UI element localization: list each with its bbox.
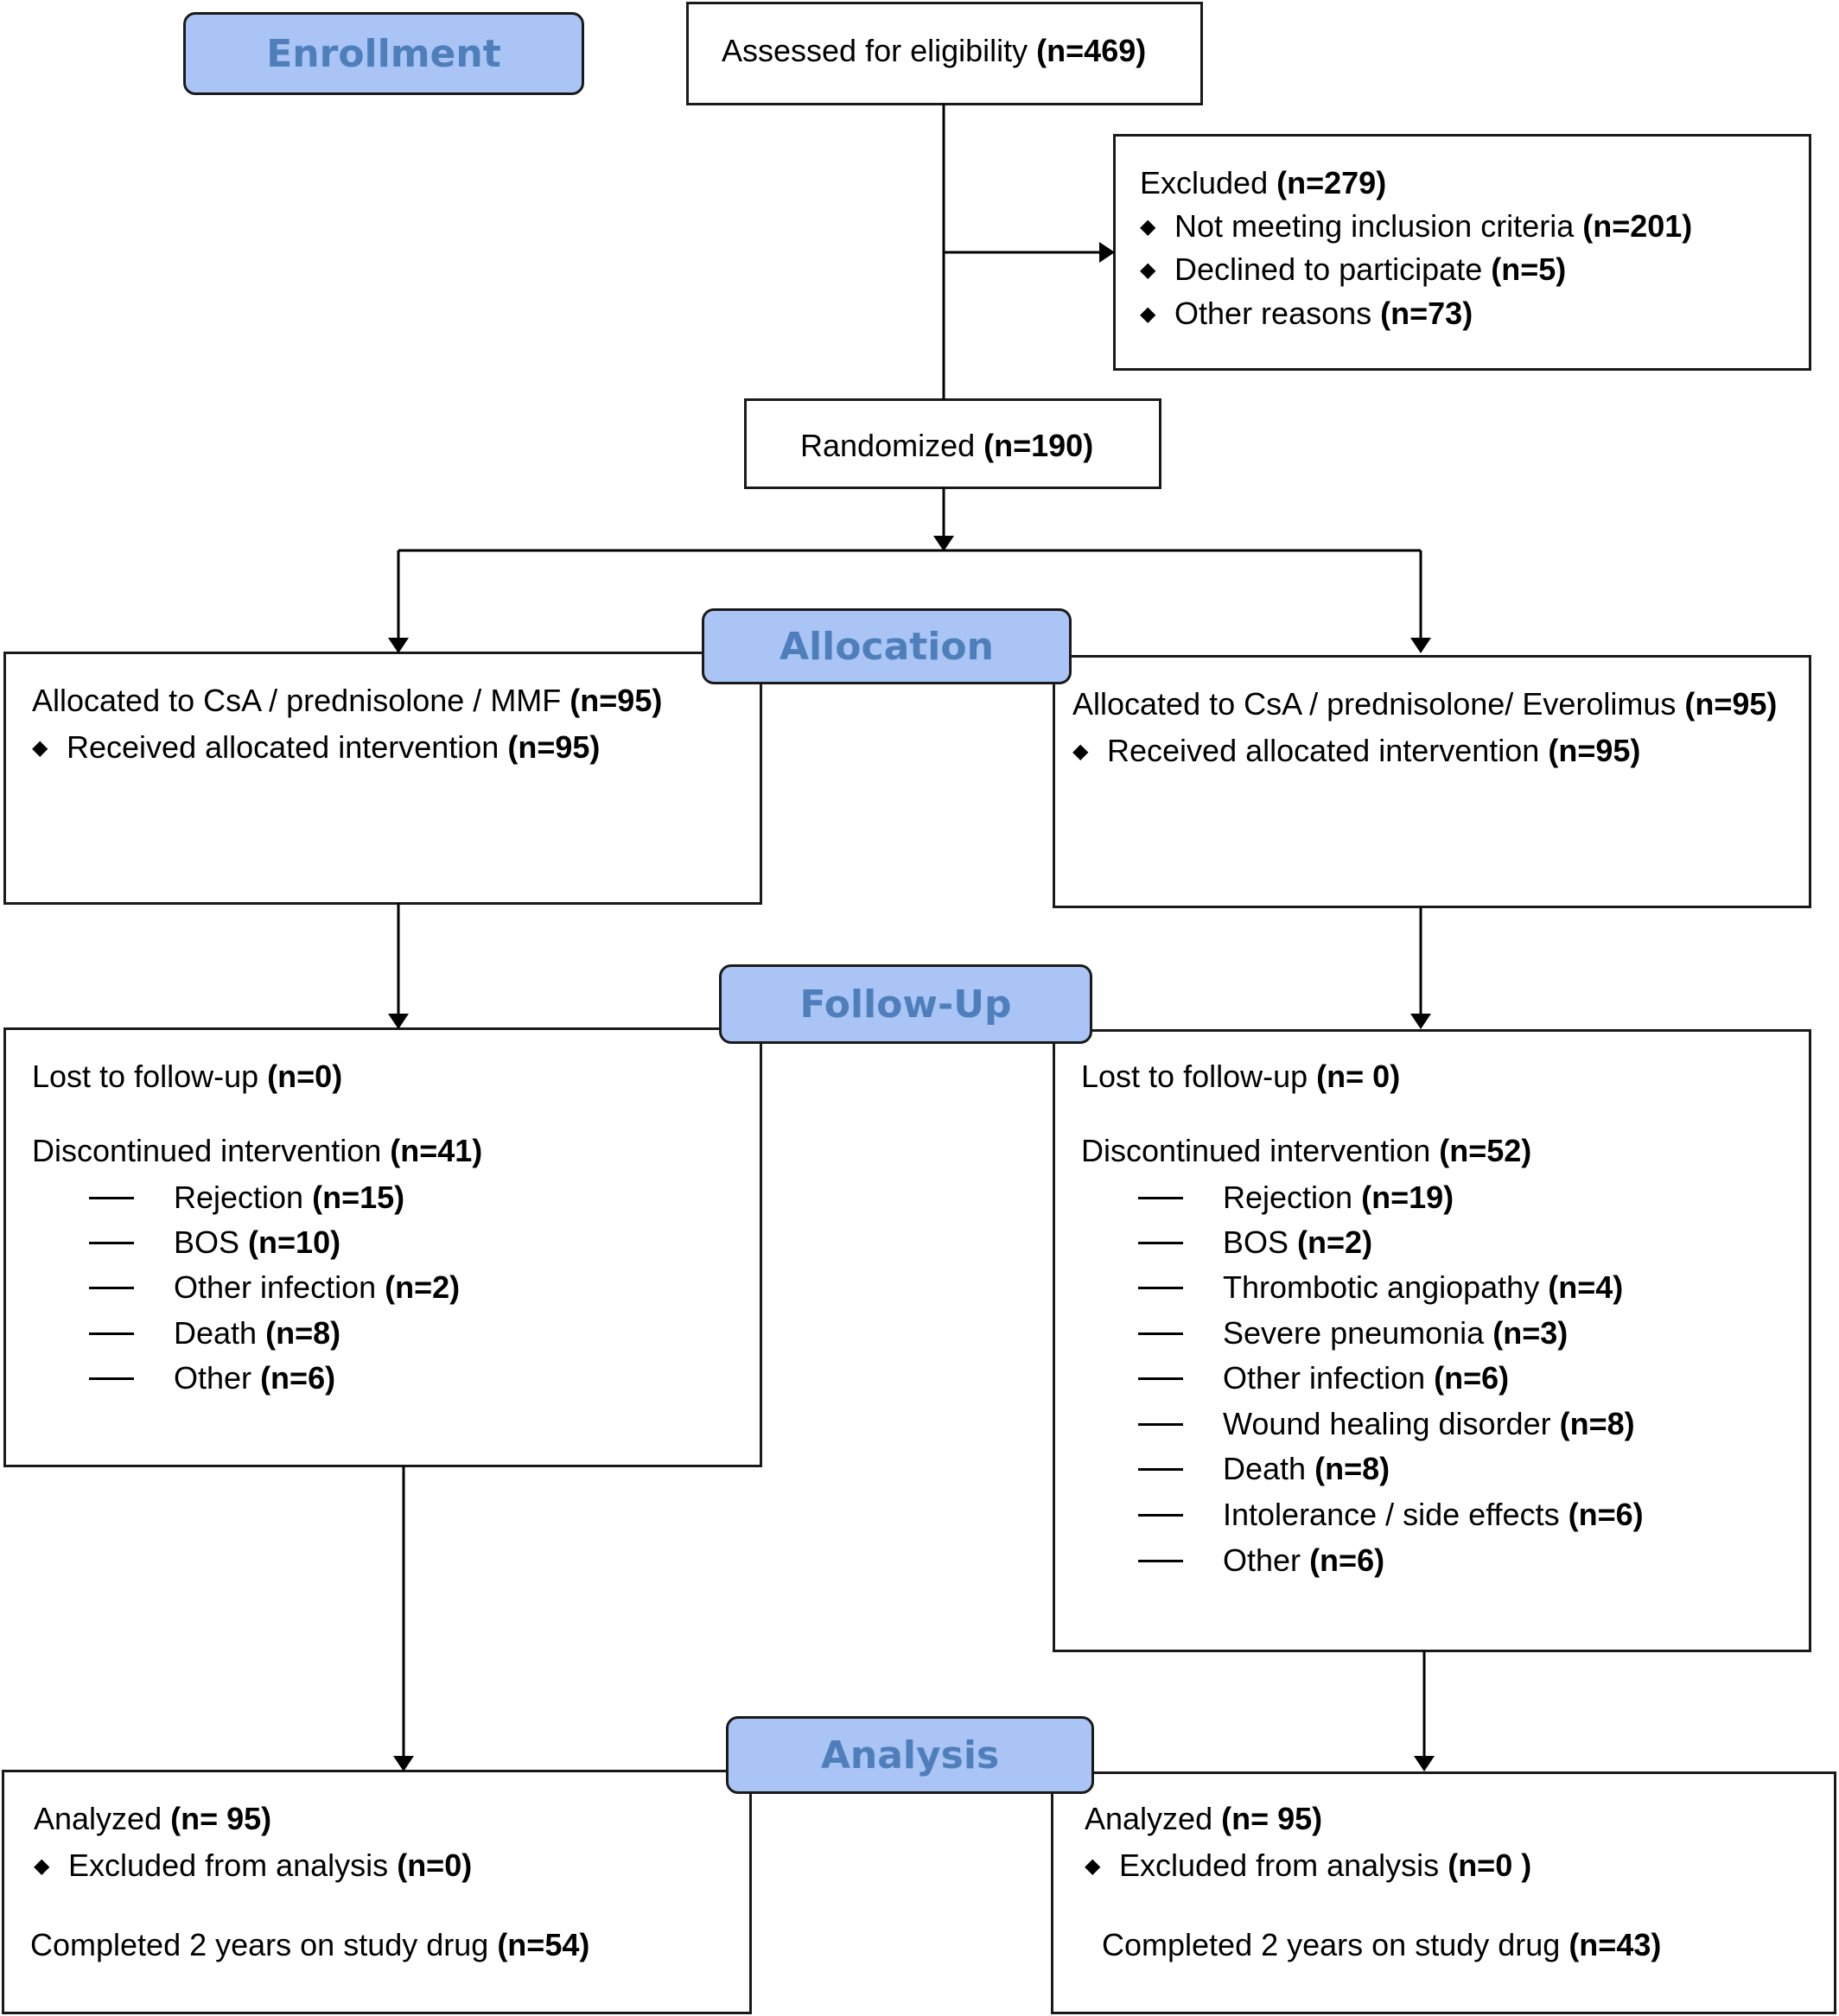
- dash-icon: [89, 1332, 134, 1335]
- allocation-right-count: (n=95): [1684, 686, 1778, 722]
- dash-icon: [89, 1242, 134, 1244]
- bullet-icon: ◆: [32, 736, 48, 760]
- list-item: ◆ Received allocated intervention (n=95): [1072, 733, 1641, 768]
- bullet-icon: ◆: [1140, 215, 1156, 238]
- excluded-count: (n=279): [1276, 165, 1387, 200]
- list-item: BOS (n=2): [1138, 1227, 1372, 1258]
- excluded-label: Excluded: [1140, 165, 1269, 200]
- list-item: Intolerance / side effects (n=6): [1138, 1499, 1644, 1530]
- list-item: Death (n=8): [89, 1318, 340, 1349]
- dash-icon: [89, 1377, 134, 1380]
- followup-right-discontinued-count: (n=52): [1439, 1133, 1532, 1168]
- list-item: ◆ Excluded from analysis (n=0): [34, 1847, 473, 1883]
- dash-icon: [89, 1287, 134, 1289]
- randomized-box: Randomized (n=190): [744, 398, 1161, 489]
- list-item: Rejection (n=19): [1138, 1182, 1454, 1213]
- allocation-right-box: Allocated to CsA / prednisolone/ Everoli…: [1053, 655, 1811, 908]
- list-item: Death (n=8): [1138, 1453, 1390, 1485]
- dash-icon: [1138, 1423, 1183, 1426]
- allocation-left-box: Allocated to CsA / prednisolone / MMF (n…: [3, 652, 762, 905]
- analysis-right-completed: Completed 2 years on study drug: [1102, 1927, 1561, 1962]
- list-item: Severe pneumonia (n=3): [1138, 1318, 1568, 1349]
- dash-icon: [1138, 1514, 1183, 1517]
- bullet-icon: ◆: [34, 1854, 50, 1878]
- followup-right-box: Lost to follow-up (n= 0) Discontinued in…: [1053, 1029, 1811, 1652]
- allocation-left-count: (n=95): [570, 683, 663, 718]
- stage-follow-up: Follow-Up: [719, 964, 1092, 1044]
- analysis-right-analyzed: Analyzed: [1085, 1801, 1213, 1836]
- dash-icon: [1138, 1242, 1183, 1244]
- followup-left-lost: Lost to follow-up: [32, 1059, 259, 1094]
- analysis-left-analyzed: Analyzed: [34, 1801, 162, 1836]
- dash-icon: [1138, 1377, 1183, 1380]
- bullet-icon: ◆: [1140, 258, 1156, 282]
- dash-icon: [1138, 1287, 1183, 1289]
- allocation-left-label: Allocated to CsA / prednisolone / MMF: [32, 683, 562, 718]
- dash-icon: [1138, 1468, 1183, 1471]
- randomized-count: (n=190): [983, 428, 1094, 463]
- list-item: ◆ Not meeting inclusion criteria (n=201): [1140, 208, 1693, 244]
- analysis-right-completed-count: (n=43): [1569, 1927, 1662, 1962]
- analysis-right-analyzed-count: (n= 95): [1221, 1801, 1323, 1836]
- stage-allocation: Allocation: [702, 608, 1072, 684]
- followup-right-lost: Lost to follow-up: [1081, 1059, 1308, 1094]
- list-item: ◆ Received allocated intervention (n=95): [32, 729, 601, 765]
- followup-right-discontinued: Discontinued intervention: [1081, 1133, 1431, 1168]
- analysis-left-completed-count: (n=54): [497, 1927, 590, 1962]
- followup-left-lost-count: (n=0): [267, 1059, 343, 1094]
- randomized-label: Randomized: [800, 428, 976, 463]
- dash-icon: [89, 1197, 134, 1199]
- list-item: Other infection (n=2): [89, 1272, 460, 1303]
- list-item: Other (n=6): [89, 1363, 335, 1394]
- analysis-right-box: Analyzed (n= 95) ◆ Excluded from analysi…: [1051, 1771, 1836, 2014]
- assessed-label: Assessed for eligibility: [722, 33, 1028, 68]
- followup-left-discontinued-count: (n=41): [390, 1133, 483, 1168]
- dash-icon: [1138, 1560, 1183, 1562]
- dash-icon: [1138, 1332, 1183, 1335]
- list-item: Thrombotic angiopathy (n=4): [1138, 1272, 1623, 1303]
- analysis-left-completed: Completed 2 years on study drug: [30, 1927, 489, 1962]
- followup-left-box: Lost to follow-up (n=0) Discontinued int…: [3, 1027, 762, 1467]
- bullet-icon: ◆: [1085, 1854, 1101, 1878]
- excluded-box: Excluded (n=279) ◆ Not meeting inclusion…: [1113, 134, 1811, 371]
- list-item: ◆ Excluded from analysis (n=0 ): [1085, 1847, 1532, 1883]
- assessed-count: (n=469): [1036, 33, 1147, 68]
- analysis-left-box: Analyzed (n= 95) ◆ Excluded from analysi…: [2, 1770, 752, 2014]
- followup-left-discontinued: Discontinued intervention: [32, 1133, 382, 1168]
- list-item: Other (n=6): [1138, 1545, 1384, 1576]
- stage-analysis: Analysis: [726, 1716, 1094, 1794]
- list-item: Wound healing disorder (n=8): [1138, 1409, 1635, 1440]
- stage-enrollment: Enrollment: [183, 12, 584, 95]
- bullet-icon: ◆: [1140, 302, 1156, 326]
- list-item: BOS (n=10): [89, 1227, 340, 1258]
- list-item: ◆ Other reasons (n=73): [1140, 296, 1473, 331]
- list-item: Rejection (n=15): [89, 1182, 404, 1213]
- analysis-left-analyzed-count: (n= 95): [170, 1801, 272, 1836]
- list-item: Other infection (n=6): [1138, 1363, 1509, 1394]
- list-item: ◆ Declined to participate (n=5): [1140, 251, 1567, 287]
- dash-icon: [1138, 1197, 1183, 1199]
- allocation-right-label: Allocated to CsA / prednisolone/ Everoli…: [1072, 686, 1677, 722]
- bullet-icon: ◆: [1072, 740, 1089, 763]
- followup-right-lost-count: (n= 0): [1316, 1059, 1401, 1094]
